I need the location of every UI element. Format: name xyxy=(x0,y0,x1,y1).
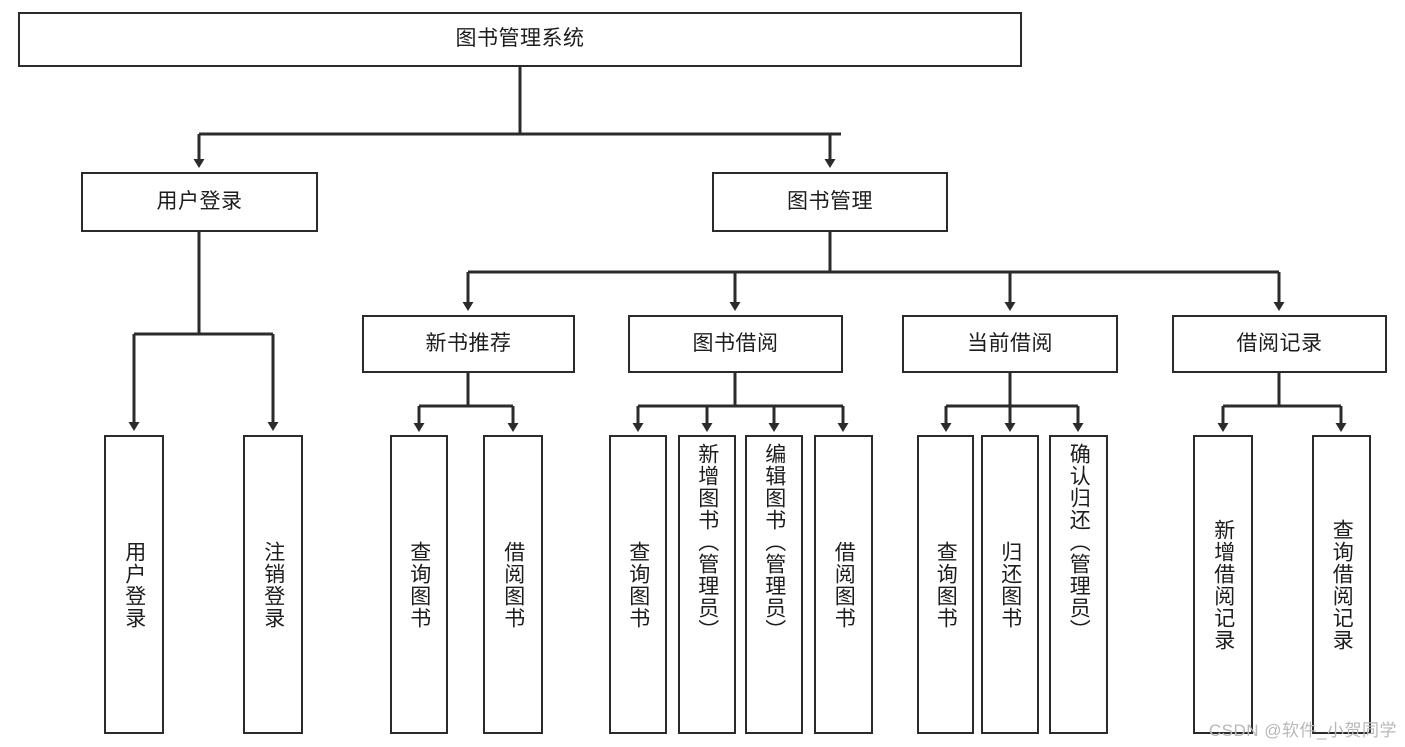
edges xyxy=(128,67,1347,432)
leaf-user-login-label: 用户登录 xyxy=(122,540,146,629)
node-user-login-label: 用户登录 xyxy=(156,189,243,213)
leaf-query-record-label: 查询借阅记录 xyxy=(1330,518,1354,651)
leaf-borrow-book-2-label: 借阅图书 xyxy=(832,540,856,629)
node-new-book-recommend[interactable]: 新书推荐 xyxy=(362,315,575,373)
node-new-book-recommend-label: 新书推荐 xyxy=(425,331,512,355)
node-book-manage[interactable]: 图书管理 xyxy=(712,172,948,232)
leaf-user-logout-label: 注销登录 xyxy=(261,540,285,629)
leaf-add-book[interactable]: 新增图书（管理员） xyxy=(678,435,736,734)
leaf-query-book-3[interactable]: 查询图书 xyxy=(917,435,974,734)
leaf-user-logout[interactable]: 注销登录 xyxy=(243,435,303,734)
leaf-borrow-book-1-label: 借阅图书 xyxy=(501,540,525,629)
node-root-label: 图书管理系统 xyxy=(455,27,585,51)
leaf-user-login[interactable]: 用户登录 xyxy=(104,435,164,734)
node-borrow-record-label: 借阅记录 xyxy=(1236,331,1323,355)
leaf-add-record[interactable]: 新增借阅记录 xyxy=(1193,435,1253,734)
leaf-query-book-2-label: 查询图书 xyxy=(626,540,650,629)
node-book-borrow-label: 图书借阅 xyxy=(692,331,779,355)
leaf-add-record-label: 新增借阅记录 xyxy=(1211,518,1235,651)
node-borrow-record[interactable]: 借阅记录 xyxy=(1172,315,1387,373)
leaf-return-book[interactable]: 归还图书 xyxy=(981,435,1039,734)
leaf-return-book-label: 归还图书 xyxy=(998,540,1022,629)
leaf-edit-book[interactable]: 编辑图书（管理员） xyxy=(745,435,803,734)
leaf-query-book-1-label: 查询图书 xyxy=(407,540,431,629)
leaf-borrow-book-1[interactable]: 借阅图书 xyxy=(483,435,543,734)
leaf-query-book-3-label: 查询图书 xyxy=(934,540,958,629)
leaf-borrow-book-2[interactable]: 借阅图书 xyxy=(814,435,873,734)
node-user-login[interactable]: 用户登录 xyxy=(81,172,318,232)
node-root[interactable]: 图书管理系统 xyxy=(18,12,1022,67)
leaf-confirm-return-label: 确认归还（管理员） xyxy=(1067,443,1091,641)
leaf-edit-book-label: 编辑图书（管理员） xyxy=(762,443,786,641)
node-current-borrow-label: 当前借阅 xyxy=(967,331,1053,355)
node-book-borrow[interactable]: 图书借阅 xyxy=(628,315,843,373)
leaf-query-record[interactable]: 查询借阅记录 xyxy=(1312,435,1371,734)
leaf-confirm-return[interactable]: 确认归还（管理员） xyxy=(1049,435,1108,734)
leaf-query-book-1[interactable]: 查询图书 xyxy=(390,435,448,734)
node-book-manage-label: 图书管理 xyxy=(787,189,873,213)
node-current-borrow[interactable]: 当前借阅 xyxy=(902,315,1118,373)
leaf-add-book-label: 新增图书（管理员） xyxy=(695,443,719,641)
leaf-query-book-2[interactable]: 查询图书 xyxy=(609,435,667,734)
